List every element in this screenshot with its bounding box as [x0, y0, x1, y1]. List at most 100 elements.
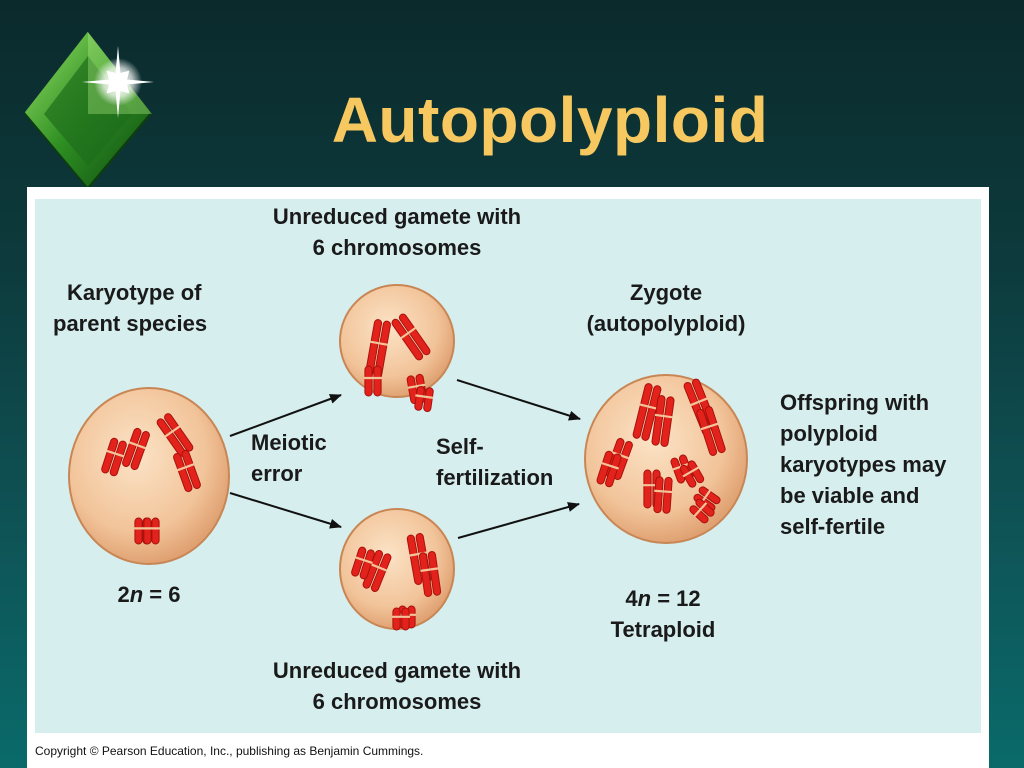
chromosome: [653, 476, 673, 514]
chromatid: [427, 551, 442, 596]
centromere: [369, 340, 389, 346]
parent-cell: [68, 387, 230, 565]
chromatid: [687, 460, 705, 484]
chromatid: [662, 476, 673, 514]
chromosome: [651, 395, 675, 447]
slide-title: Autopolyploid: [331, 84, 769, 156]
chromatid: [122, 427, 142, 467]
chromatid: [698, 486, 721, 505]
offspring-description: Offspring with polyploid karyotypes may …: [780, 390, 947, 539]
zygote-chromosome-count: 4n = 12 Tetraploid: [583, 583, 743, 645]
chromatid: [418, 552, 433, 597]
chromosome: [414, 385, 434, 413]
gamete-top-cell: [339, 284, 455, 398]
chromatid: [695, 498, 715, 517]
chromosome: [696, 406, 726, 456]
chromatid: [406, 534, 423, 585]
chromatid: [696, 408, 718, 456]
chromosome: [101, 437, 127, 477]
centromere: [654, 489, 673, 494]
centromere: [400, 327, 417, 340]
chromatid: [651, 395, 666, 446]
chromosome: [679, 460, 705, 488]
arrow-top-gamete-to-zygote: [456, 379, 581, 421]
arrow-parent-to-top-gamete: [229, 394, 342, 437]
autopolyploid-diagram: [68, 284, 748, 631]
parent-chromosome-count: 2n = 6: [117, 582, 181, 607]
chromatid: [401, 607, 410, 631]
chromatid: [653, 476, 664, 514]
chromatid: [679, 464, 697, 488]
centromere: [176, 463, 195, 472]
centromere: [369, 562, 388, 572]
chromatid: [164, 413, 194, 452]
chromosome: [364, 365, 382, 397]
chromatid: [373, 365, 382, 397]
self-fertilization-label: Self-fertilization: [436, 434, 554, 490]
centromere: [407, 383, 426, 389]
chromosome: [418, 551, 442, 597]
chromatid: [173, 453, 193, 493]
centromere: [355, 556, 373, 564]
chromatid: [423, 387, 434, 413]
centromere: [654, 413, 673, 419]
centromere: [415, 394, 434, 399]
centromere: [700, 422, 719, 431]
chromatid: [109, 440, 127, 477]
chromosome: [134, 517, 152, 545]
chromatid: [632, 383, 653, 439]
green-diamond-starburst-icon: [24, 31, 154, 190]
chromatid: [134, 517, 143, 545]
centromere: [420, 567, 439, 572]
centromere: [128, 441, 147, 450]
chromatid: [398, 313, 431, 356]
chromatid: [392, 607, 401, 631]
chromatid: [689, 505, 709, 524]
chromosome: [392, 607, 410, 631]
chromosome: [156, 413, 194, 457]
chromosome: [362, 550, 392, 592]
chromosome: [365, 319, 391, 379]
ploidy-label: Tetraploid: [610, 617, 716, 642]
chromosome: [173, 449, 201, 493]
chromatid: [351, 546, 367, 577]
centromere: [601, 461, 619, 470]
centromere: [639, 403, 658, 410]
centromere: [682, 466, 700, 478]
chromosome: [689, 498, 715, 524]
centromere: [690, 397, 708, 407]
chromatid: [359, 549, 375, 580]
chromatid: [641, 385, 662, 441]
centromere: [106, 449, 125, 458]
chromatid: [364, 365, 373, 397]
chromatid: [596, 450, 613, 485]
chromatid: [391, 318, 424, 361]
chromatid: [704, 406, 726, 454]
chromatid: [130, 431, 150, 471]
zygote-label: Zygote(autopolyploid): [586, 280, 746, 336]
centromere: [164, 425, 181, 438]
chromosome: [122, 427, 150, 471]
chromatid: [370, 553, 392, 592]
chromatid: [181, 449, 201, 489]
chromatid: [643, 469, 652, 509]
chromatid: [660, 396, 675, 447]
chromosome: [596, 450, 622, 488]
chromosomes: [101, 313, 726, 631]
arrow-parent-to-bottom-gamete: [229, 492, 342, 529]
chromosome: [351, 546, 375, 580]
chromosome: [632, 383, 662, 441]
chromatid: [414, 385, 425, 411]
chromatid: [101, 437, 119, 474]
chromatid: [605, 453, 622, 488]
chromatid: [151, 517, 160, 545]
arrow-bottom-gamete-to-zygote: [457, 502, 580, 539]
chromosome: [391, 313, 431, 361]
chromatid: [143, 517, 152, 545]
